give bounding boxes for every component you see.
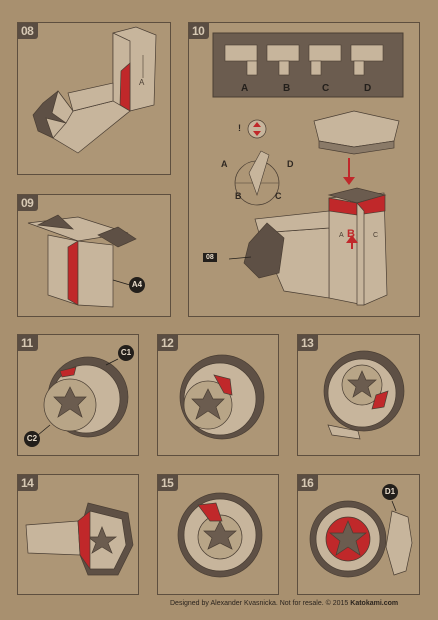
- step-13-number: 13: [298, 335, 319, 351]
- step-14-illustration: [25, 502, 134, 576]
- svg-text:C: C: [373, 232, 378, 239]
- step-14-panel: 14: [17, 474, 139, 595]
- step-11-illustration: [37, 356, 129, 438]
- dial-label-a: A: [221, 159, 228, 169]
- tower-side-b-label: B: [347, 228, 355, 240]
- step-10-illustration: A C: [212, 32, 404, 306]
- step-08-panel: 08 A: [17, 22, 171, 175]
- callout-c1: C1: [118, 345, 134, 361]
- callout-c2: C2: [24, 431, 40, 447]
- step-09-number: 09: [18, 195, 39, 211]
- dial-exclamation: !: [238, 123, 241, 133]
- callout-a4: A4: [129, 277, 145, 293]
- step-13-illustration: [323, 350, 405, 440]
- dial-label-c: C: [275, 191, 282, 201]
- option-a-label: A: [241, 83, 249, 94]
- footer-brand: Katokami.com: [350, 600, 399, 607]
- step-16-panel: 16 D1: [297, 474, 420, 595]
- step-09-panel: 09 A4: [17, 194, 171, 317]
- step-12-number: 12: [158, 335, 179, 351]
- step-15-number: 15: [158, 475, 179, 491]
- step-10-number: 10: [189, 23, 210, 39]
- step-10-panel: 10: [188, 22, 420, 317]
- footer-text: Designed by Alexander Kvasnicka. Not for…: [170, 600, 351, 607]
- option-d-label: D: [364, 83, 372, 94]
- footer-credit: Designed by Alexander Kvasnicka. Not for…: [170, 600, 420, 607]
- callout-d1: D1: [382, 484, 398, 500]
- svg-text:A: A: [339, 232, 344, 239]
- reference-08-tag: 08: [203, 253, 217, 262]
- step-08-illustration: A: [32, 26, 157, 154]
- step-15-panel: 15: [157, 474, 279, 595]
- dial-label-d: D: [287, 159, 294, 169]
- option-b-label: B: [283, 83, 291, 94]
- dial-label-b: B: [235, 191, 242, 201]
- step-15-illustration: [177, 492, 263, 578]
- step-08-number: 08: [18, 23, 39, 39]
- step-13-panel: 13: [297, 334, 420, 456]
- step-16-illustration: [309, 500, 413, 578]
- option-c-label: C: [322, 83, 330, 94]
- step-14-number: 14: [18, 475, 39, 491]
- step-11-number: 11: [18, 335, 38, 351]
- step-09-illustration: [27, 214, 137, 308]
- step-16-number: 16: [298, 475, 319, 491]
- step-12-panel: 12: [157, 334, 279, 456]
- step-11-panel: 11 C1 C2: [17, 334, 139, 456]
- step-12-illustration: [179, 354, 265, 440]
- svg-text:A: A: [139, 78, 145, 87]
